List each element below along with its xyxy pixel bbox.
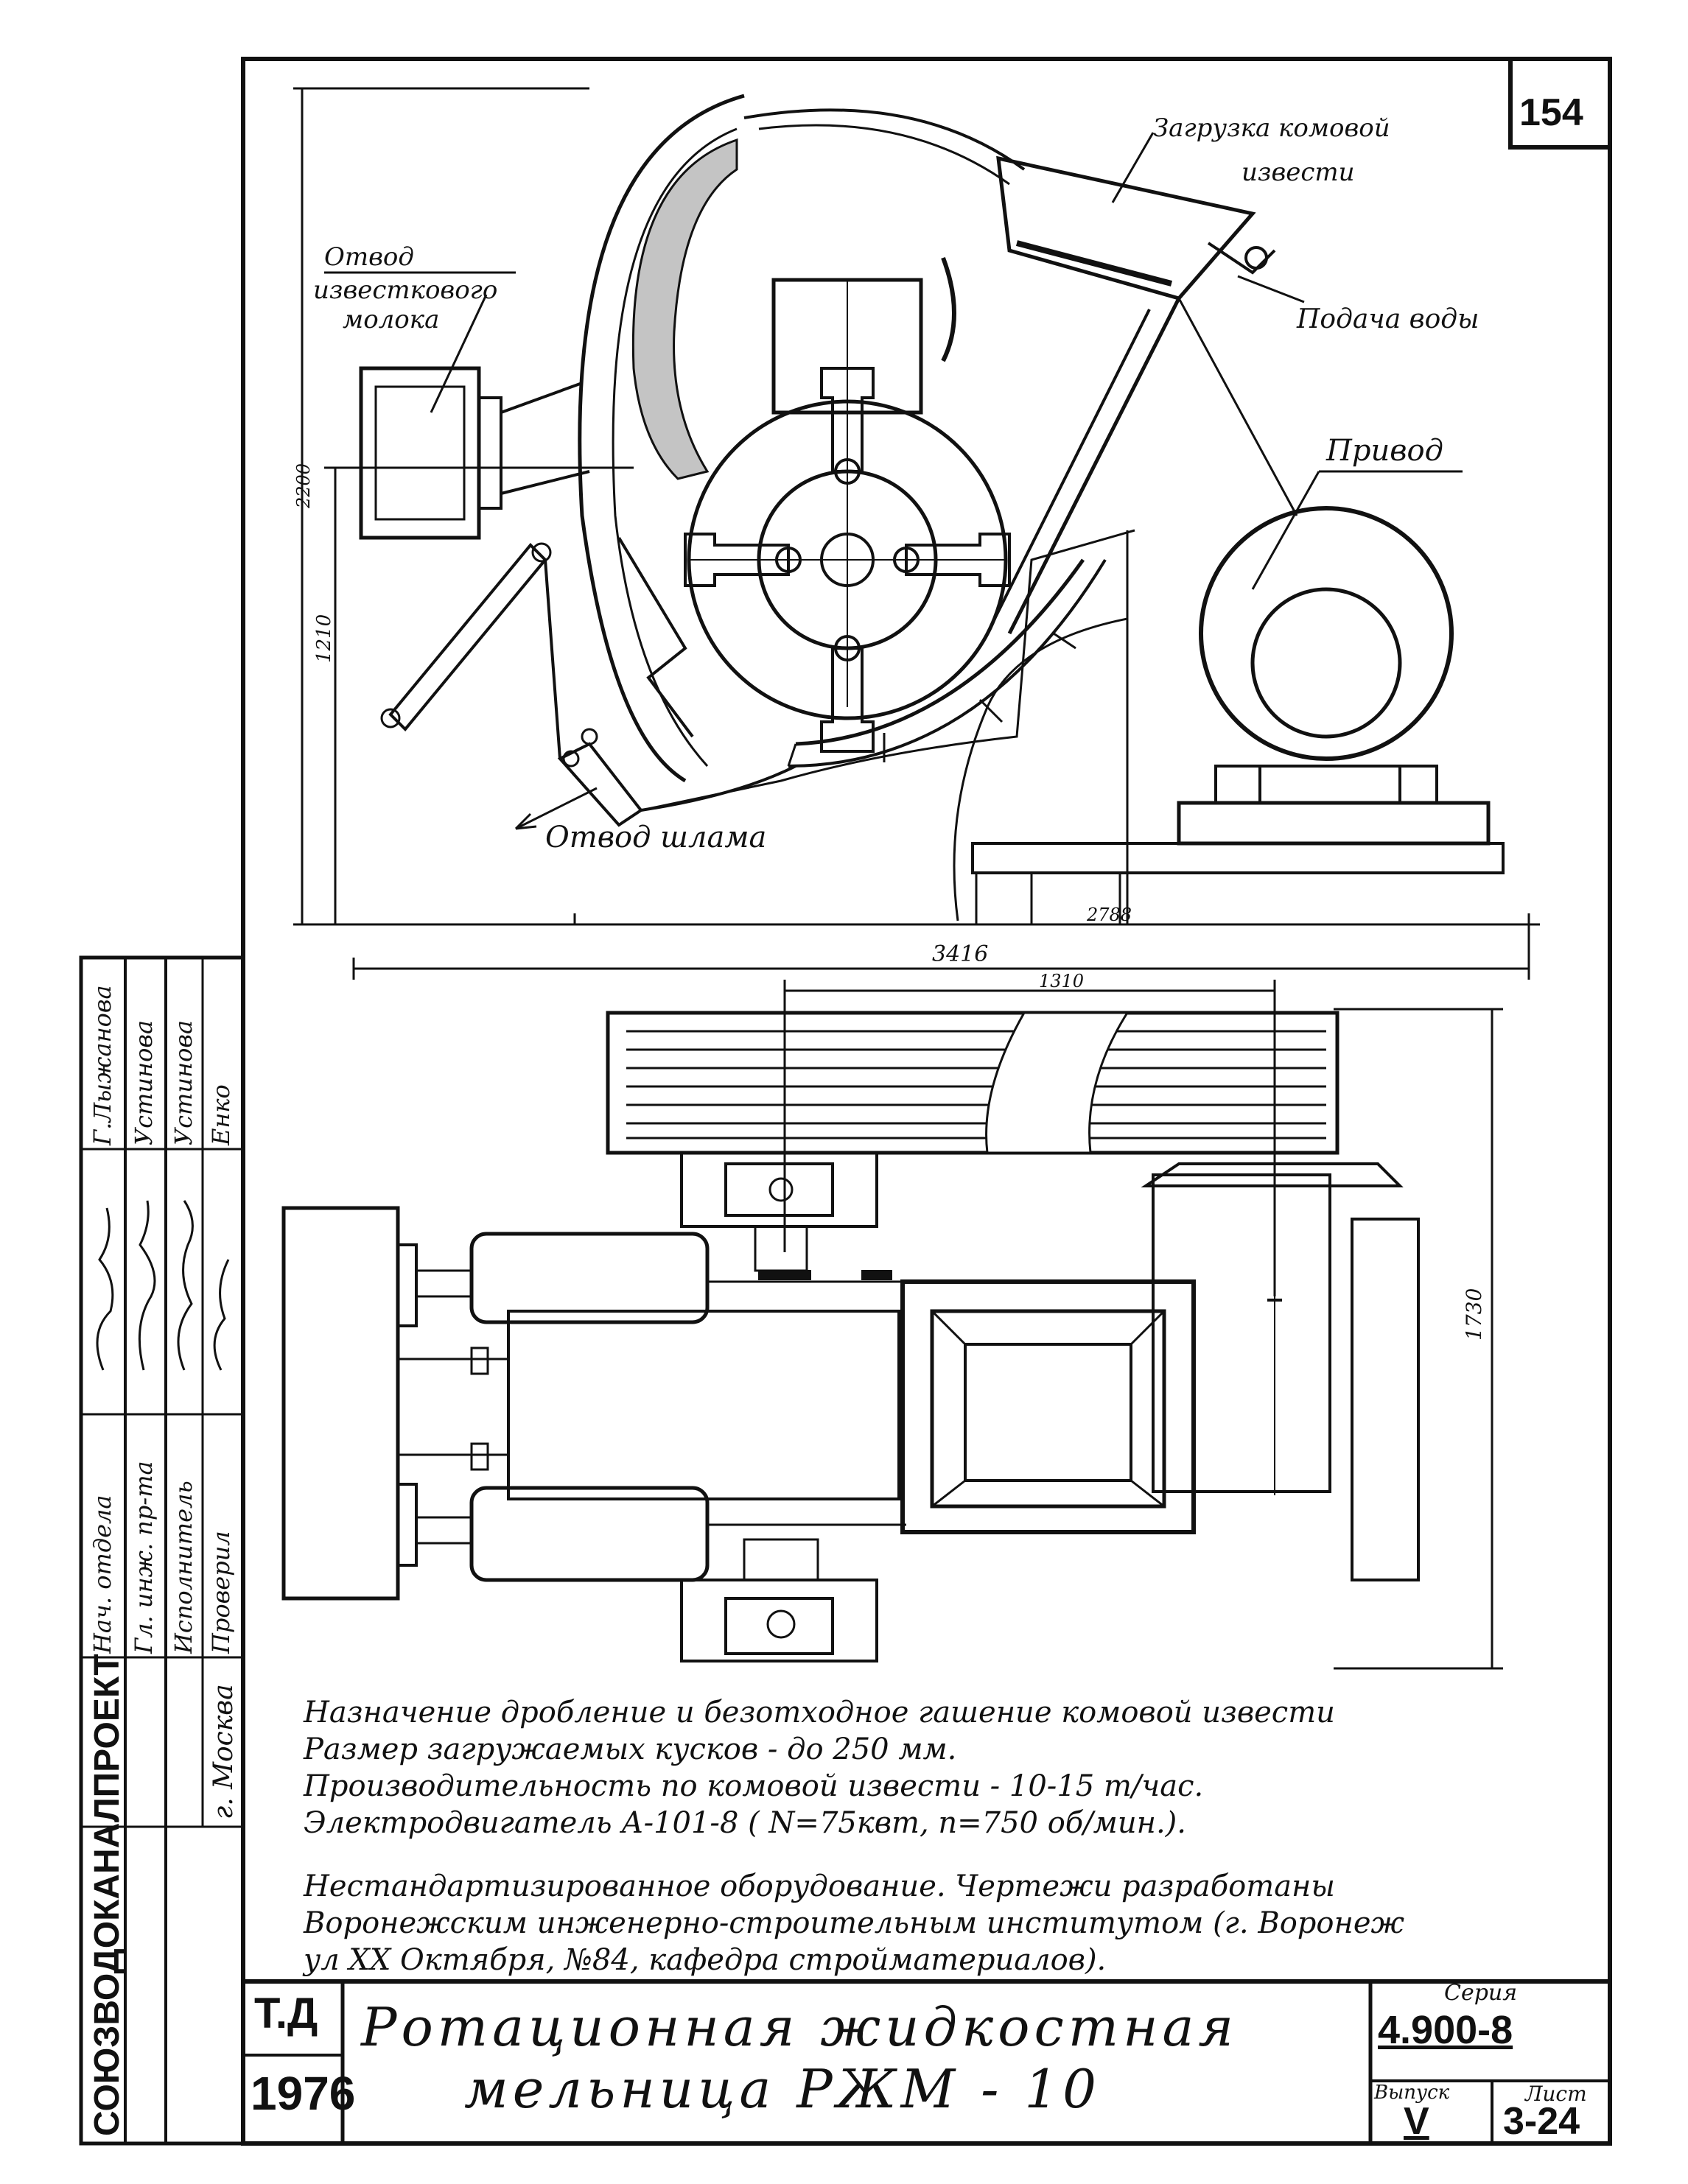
dim-3416: 3416 xyxy=(932,941,988,967)
signature-4 xyxy=(213,1259,230,1371)
label-loading: Загрузка комовой xyxy=(1153,113,1390,143)
role-checker: Проверил xyxy=(207,1531,235,1654)
role-head: Нач. отдела xyxy=(88,1495,116,1654)
label-loading-l2: извести xyxy=(1242,158,1355,187)
drawing-title: Ротационная жидкостная мельница РЖМ - 10 xyxy=(361,1996,1238,2120)
note-line: Нестандартизированное оборудование. Черт… xyxy=(304,1869,1335,1903)
plan-view xyxy=(281,980,1503,1670)
name-executor: Устинова xyxy=(169,1019,197,1145)
sheet-number: 154 xyxy=(1519,91,1583,134)
side-stamp-city: г. Москва xyxy=(209,1684,239,1819)
side-stamp-frame xyxy=(79,955,245,2146)
signatures xyxy=(96,1200,230,1371)
side-view xyxy=(293,87,1540,980)
series-label: Серия xyxy=(1444,1980,1518,2006)
label-milk-outlet: Отвод xyxy=(324,242,414,272)
label-milk-outlet-l3: молока xyxy=(343,305,439,334)
issue-number: V xyxy=(1404,2100,1429,2143)
dim-1730: 1730 xyxy=(1462,1288,1486,1341)
note-line: Размер загружаемых кусков - до 250 мм. xyxy=(304,1732,957,1766)
signature-1 xyxy=(96,1207,114,1371)
year: 1976 xyxy=(251,2067,356,2120)
series-number: 4.900-8 xyxy=(1378,2008,1513,2052)
sheet-label: Лист xyxy=(1525,2082,1587,2106)
role-executor: Исполнитель xyxy=(169,1481,197,1654)
note-line: Производительность по комовой извести - … xyxy=(304,1769,1204,1803)
note-line: Воронежским инженерно-строительным инсти… xyxy=(304,1906,1404,1940)
dim-1310: 1310 xyxy=(1039,971,1084,991)
note-gap xyxy=(304,1841,1404,1868)
note-line: Электродвигатель А-101-8 ( N=75квт, n=75… xyxy=(304,1806,1186,1840)
label-water: Подача воды xyxy=(1296,304,1479,334)
label-sludge-outlet: Отвод шлама xyxy=(545,821,766,854)
sheet-number-box xyxy=(1508,57,1612,150)
title-line-2: мельница РЖМ - 10 xyxy=(464,2058,1101,2120)
dim-1210: 1210 xyxy=(313,614,335,663)
label-drive: Привод xyxy=(1325,434,1443,468)
side-stamp-org: СОЮЗВОДОКАНАЛПРОЕКТ xyxy=(88,1654,127,2136)
issue-label: Выпуск xyxy=(1374,2082,1450,2104)
signature-3 xyxy=(177,1200,194,1371)
sheet-id: 3-24 xyxy=(1503,2100,1580,2143)
notes-block: Назначение дробление и безотходное гашен… xyxy=(304,1694,1404,1978)
td-mark: Т.Д xyxy=(254,1990,318,2037)
title-line-1: Ротационная жидкостная xyxy=(361,1996,1239,2058)
dim-2200: 2200 xyxy=(293,463,314,509)
drawing-labels: Загрузка комовой извести Подача воды Отв… xyxy=(293,91,1583,1341)
name-head: Г.Лыжанова xyxy=(88,985,116,1145)
note-line: ул XX Октября, №84, кафедра стройматериа… xyxy=(304,1943,1107,1977)
role-chief-engineer: Гл. инж. пр-та xyxy=(130,1461,158,1654)
name-chief-engineer: Устинова xyxy=(130,1019,158,1145)
signature-2 xyxy=(138,1200,156,1371)
name-checker: Енко xyxy=(207,1084,235,1145)
label-milk-outlet-l2: известкового xyxy=(313,275,497,305)
dim-2788: 2788 xyxy=(1086,905,1132,925)
note-line: Назначение дробление и безотходное гашен… xyxy=(304,1696,1335,1730)
